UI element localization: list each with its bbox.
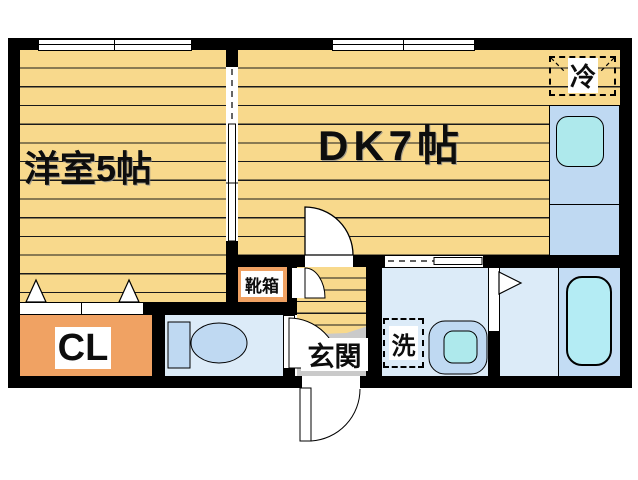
shoe-box-label: 靴箱 [241, 271, 283, 297]
window-sash-tick [403, 40, 404, 50]
wall-toilet-left [152, 315, 165, 376]
wall-right [620, 38, 632, 388]
sliding-door-west-dk [226, 67, 238, 241]
window-pane-line [39, 44, 191, 45]
bathtub [566, 276, 612, 366]
wall-under-dk-left [238, 255, 305, 267]
dk-doorway-gap [305, 255, 353, 267]
closet-track-tick [81, 303, 82, 314]
sliding-door-washroom [385, 256, 483, 267]
western-room-label: 洋室5帖 [24, 148, 153, 189]
entrance-door-leaf [299, 387, 312, 442]
window-dk [332, 39, 475, 51]
hall-doorway-gap [292, 268, 305, 298]
closet-label: CL [55, 327, 111, 369]
toilet-room-floor [165, 315, 283, 376]
entrance-doorway-gap [302, 376, 360, 388]
wall-hall-east [366, 255, 382, 376]
entrance-door-swing [310, 388, 361, 442]
wall-room-divider-top [226, 48, 238, 70]
entrance-label: 玄関 [301, 338, 368, 372]
wall-left [8, 38, 20, 388]
closet-door-track [20, 302, 143, 315]
toilet-doorway-gap [284, 316, 294, 368]
wall-room-divider-bottom [226, 241, 238, 315]
washer-label: 洗 [389, 326, 418, 360]
window-west-room [38, 39, 192, 51]
bath-doorway-gap [489, 268, 499, 331]
kitchen-sink [556, 116, 604, 167]
window-sash-tick [114, 40, 115, 50]
refrigerator-space-outline [549, 56, 616, 96]
washing-machine-pan [383, 318, 424, 368]
dining-kitchen-label: DK7帖 [318, 122, 465, 169]
kitchen-counter-divider [549, 204, 620, 205]
refrigerator-label: 冷 [568, 58, 598, 93]
wall-toilet-top [143, 302, 295, 315]
western-room-floor [20, 50, 226, 302]
